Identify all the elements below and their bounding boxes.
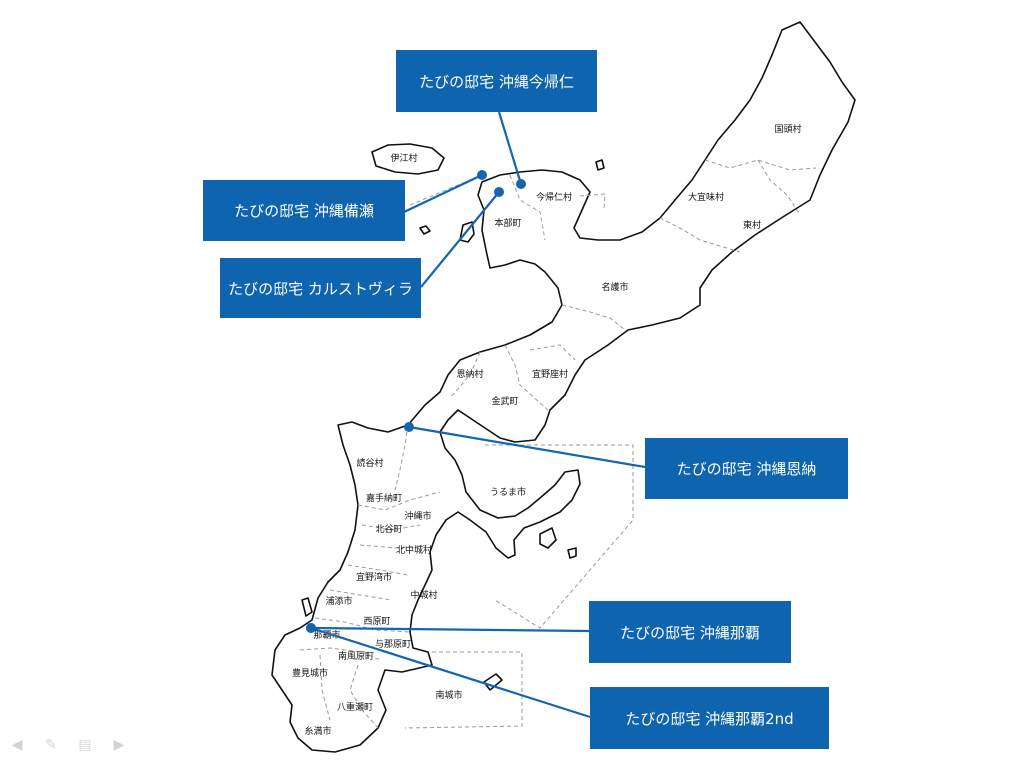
small-island: [595, 159, 605, 171]
municipal-border: [394, 424, 409, 491]
municipality-label-nishihara: 西原町: [363, 616, 390, 627]
municipality-label-urasoe: 浦添市: [325, 595, 352, 607]
connector-onna: [408, 425, 646, 469]
prev-icon[interactable]: ◀: [11, 737, 23, 753]
municipality-label-iejima: 伊江村: [390, 152, 417, 164]
callout-bise[interactable]: たびの邸宅 沖縄備瀬: [203, 180, 405, 241]
municipality-label-nakijin: 今帰仁村: [536, 191, 572, 203]
municipal-border: [359, 544, 431, 549]
callout-label: たびの邸宅 カルストヴィラ: [228, 279, 413, 298]
municipality-label-tomigusuku: 豊見城市: [292, 667, 328, 679]
municipality-label-motobu: 本部町: [494, 217, 521, 229]
municipality-label-kadena: 嘉手納町: [366, 492, 402, 504]
slideshow-nav: ◀ ✎ ▤ ▶: [6, 737, 130, 753]
municipal-border: [757, 159, 801, 216]
callout-label: たびの邸宅 沖縄恩納: [676, 460, 817, 478]
callout-label: たびの邸宅 沖縄備瀬: [234, 202, 374, 220]
callout-label: たびの邸宅 沖縄今帰仁: [419, 72, 574, 91]
small-island: [539, 527, 557, 549]
callout-label: たびの邸宅 沖縄那覇2nd: [625, 709, 794, 728]
sea-boundary-uruma: [485, 444, 634, 629]
municipal-border: [561, 304, 626, 331]
municipality-label-uruma: うるま市: [490, 486, 526, 498]
municipal-border: [704, 159, 817, 171]
next-icon[interactable]: ▶: [113, 737, 125, 753]
municipality-label-kitanakagusuku: 北中城村: [396, 544, 432, 556]
municipality-label-kin: 金武町: [491, 395, 518, 407]
pen-icon[interactable]: ✎: [45, 737, 57, 753]
connector-naha2: [310, 626, 591, 719]
connector-karst: [420, 191, 500, 288]
callout-karst[interactable]: たびの邸宅 カルストヴィラ: [220, 258, 421, 318]
municipality-label-onna: 恩納村: [456, 368, 483, 380]
callout-label: たびの邸宅 沖縄那覇: [620, 623, 760, 642]
location-pin-nakijin[interactable]: [516, 179, 526, 189]
municipality-label-haebaru: 南風原町: [338, 650, 374, 662]
callout-nakijin[interactable]: たびの邸宅 沖縄今帰仁: [396, 50, 597, 112]
municipal-border: [529, 344, 576, 361]
ie-island: [371, 143, 445, 175]
municipal-border: [449, 351, 481, 399]
municipal-border: [659, 217, 741, 253]
municipality-label-ogimi: 大宜味村: [688, 191, 724, 203]
municipal-border: [349, 664, 379, 729]
small-island: [567, 547, 577, 559]
municipality-label-kunigami: 国頭村: [774, 123, 801, 135]
municipal-border: [299, 647, 381, 661]
municipal-border: [314, 617, 411, 633]
location-pin-onna[interactable]: [404, 422, 414, 432]
municipality-label-nanjo: 南城市: [435, 689, 462, 701]
municipality-label-itoman: 糸満市: [304, 725, 331, 737]
small-island: [301, 597, 313, 617]
okinawa-main-island: [271, 21, 856, 753]
municipality-label-nago: 名護市: [601, 281, 628, 293]
connector-naha: [310, 626, 590, 633]
small-island: [419, 225, 431, 235]
municipal-border: [329, 589, 393, 601]
municipal-border: [347, 564, 409, 576]
menu-icon[interactable]: ▤: [78, 737, 92, 753]
sea-boundary-nanjo: [404, 651, 523, 729]
callout-naha[interactable]: たびの邸宅 沖縄那覇: [589, 601, 791, 663]
small-island: [483, 673, 503, 691]
connector-bise: [403, 174, 483, 213]
municipal-border: [361, 524, 421, 531]
municipality-label-higashi: 東村: [743, 219, 761, 231]
municipality-label-ginoza: 宜野座村: [532, 368, 568, 380]
municipality-label-nakagusuku: 中城村: [410, 589, 437, 601]
municipality-label-chatan: 北谷町: [375, 524, 402, 535]
municipal-border: [319, 654, 331, 721]
municipality-label-yaese: 八重瀬町: [337, 701, 373, 713]
sea-boundary-north: [579, 193, 606, 211]
municipality-label-okinawa: 沖縄市: [404, 510, 431, 522]
callout-naha-2nd[interactable]: たびの邸宅 沖縄那覇2nd: [590, 687, 829, 749]
municipality-label-yonabaru: 与那原町: [375, 639, 411, 650]
location-pin-bise[interactable]: [477, 170, 487, 180]
municipal-border: [509, 174, 546, 241]
callout-onna[interactable]: たびの邸宅 沖縄恩納: [645, 438, 848, 499]
location-pin-naha2[interactable]: [306, 623, 316, 633]
callout-connectors: [306, 111, 646, 719]
connector-nakijin: [497, 111, 523, 185]
location-pin-karst[interactable]: [494, 187, 504, 197]
municipality-label-ginowan: 宜野湾市: [356, 571, 392, 583]
municipality-label-yomitan: 読谷村: [356, 457, 383, 469]
